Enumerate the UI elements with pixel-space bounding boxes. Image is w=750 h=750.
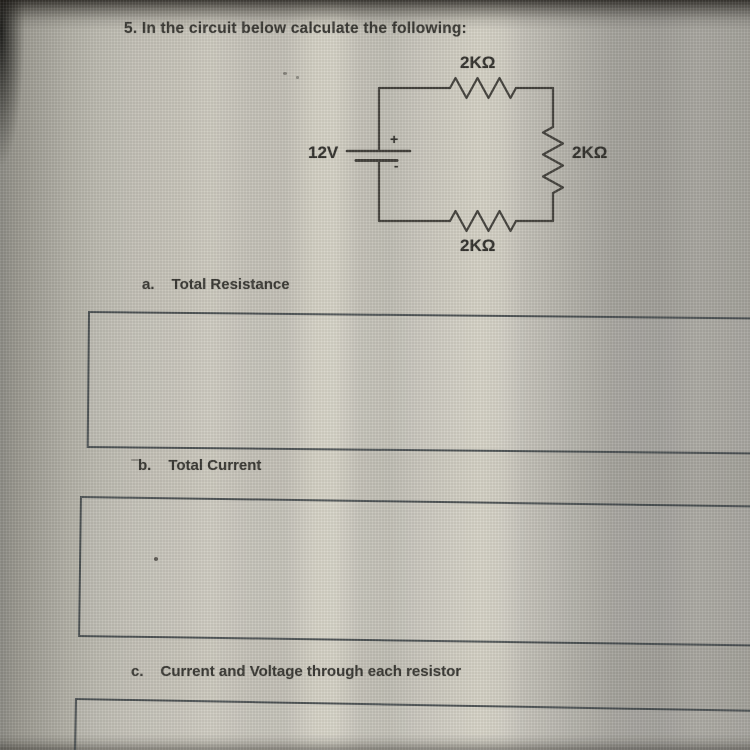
pencil-speck <box>154 557 158 561</box>
pencil-speck <box>283 72 287 75</box>
circuit-schematic <box>345 76 565 233</box>
resistor-right-label: 2KΩ <box>572 143 608 162</box>
section-a-heading: a. Total Resistance <box>142 276 290 293</box>
battery-minus-sign: - <box>394 158 399 173</box>
section-a-text: Total Resistance <box>171 276 290 293</box>
answer-box-c <box>72 698 750 750</box>
resistor-top-label: 2KΩ <box>460 53 496 72</box>
answer-box-a <box>86 311 750 456</box>
resistor-bottom-zigzag <box>448 209 518 233</box>
section-c-letter: c. <box>131 663 144 680</box>
section-c-heading: c. Current and Voltage through each resis… <box>131 663 461 680</box>
section-b-text: Total Current <box>168 457 262 474</box>
resistor-right-zigzag <box>541 125 565 195</box>
pencil-speck <box>296 76 299 79</box>
resistor-top-zigzag <box>448 76 518 100</box>
circuit-diagram: 2KΩ 2KΩ 2KΩ 12V + - <box>300 50 620 265</box>
section-a-letter: a. <box>142 276 155 293</box>
battery-plus-sign: + <box>390 131 399 147</box>
section-b-letter: b. <box>138 457 152 474</box>
section-c-text: Current and Voltage through each resisto… <box>160 663 462 680</box>
question-title: 5. In the circuit below calculate the fo… <box>124 20 467 37</box>
answer-box-b <box>78 496 750 648</box>
voltage-source-label: 12V <box>308 143 339 162</box>
resistor-bottom-label: 2KΩ <box>460 236 496 255</box>
pencil-speck <box>131 459 139 461</box>
section-b-heading: b. Total Current <box>138 457 261 474</box>
